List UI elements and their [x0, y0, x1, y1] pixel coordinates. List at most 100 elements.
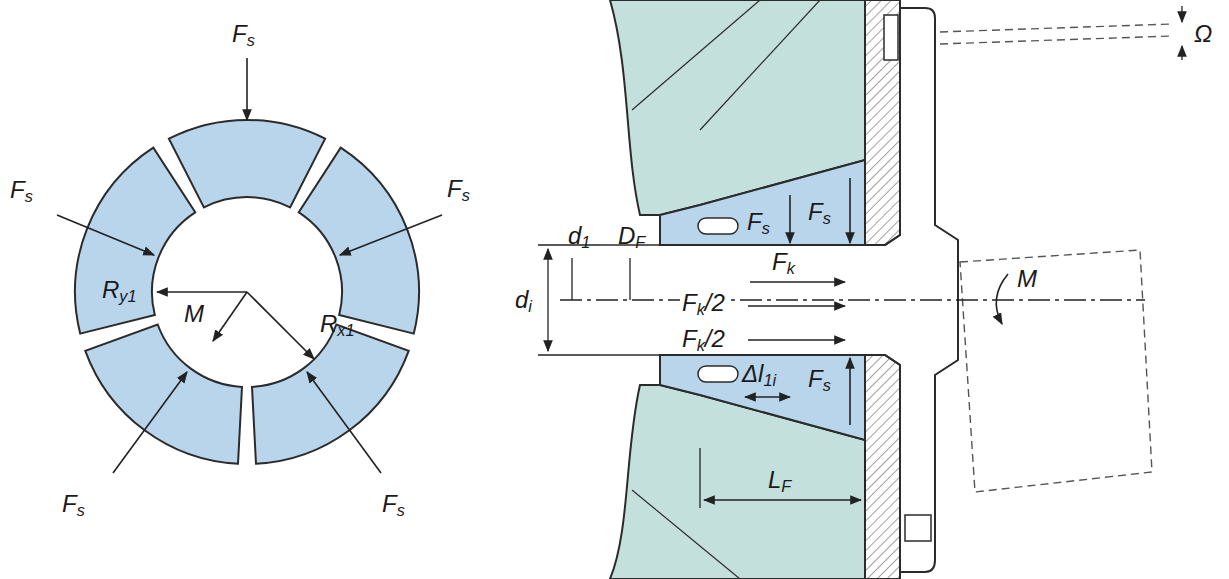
angle-mark: [1181, 6, 1182, 22]
reaction-arrow: [247, 292, 314, 359]
body-contour: [632, 0, 760, 110]
symbol: F: [772, 248, 787, 275]
suffix: /2: [705, 325, 725, 352]
clamp-nut: [865, 0, 900, 245]
dimension-lines: [538, 6, 1182, 508]
collet-segment: [169, 120, 325, 207]
tilted-tool: [940, 24, 1172, 32]
subscript: k: [697, 300, 705, 318]
symbol: F: [62, 490, 77, 517]
collet-segment: [252, 325, 409, 464]
force-arrow: [750, 281, 845, 283]
subscript: s: [77, 501, 85, 519]
force-arrow: [113, 372, 187, 473]
reaction-arrow: [157, 291, 247, 293]
subscript: s: [823, 376, 831, 394]
force-label: Fs: [8, 176, 35, 205]
force-label: Fk: [770, 248, 797, 277]
dimension-line: [704, 499, 861, 500]
subscript: F: [635, 233, 645, 251]
subscript: s: [462, 186, 470, 204]
dimension-line: [745, 396, 790, 397]
tilted-tool: [940, 36, 1172, 44]
subscript: k: [787, 259, 795, 277]
symbol: F: [447, 175, 462, 202]
bore-line: [600, 354, 660, 356]
symbol: F: [747, 208, 762, 235]
tilted-tool: [960, 250, 1152, 492]
collet-segment: [299, 148, 419, 334]
center-line: [560, 299, 1145, 300]
force-label: Fs: [380, 490, 407, 519]
dimension-line: [547, 249, 548, 351]
force-arrow: [849, 358, 851, 425]
symbol: F: [382, 490, 397, 517]
clamp-nut: [865, 355, 900, 579]
force-arrow: [748, 305, 845, 307]
symbol: M: [184, 300, 204, 327]
force-arrow: [340, 215, 442, 255]
collet-jaw: [660, 355, 865, 440]
force-arrows: [57, 58, 442, 473]
subscript: s: [25, 187, 33, 205]
collet-section: [75, 120, 419, 464]
subscript: s: [247, 31, 255, 49]
force-label: Fs: [445, 175, 472, 204]
symbol: F: [682, 289, 697, 316]
symbol: F: [808, 365, 823, 392]
force-label: Fk/2: [680, 289, 727, 318]
symbol: d: [568, 222, 581, 249]
symbol: Ω: [1194, 20, 1212, 47]
dimension-label: LF: [766, 466, 793, 495]
angle-label: Ω: [1192, 20, 1214, 49]
force-label: Fs: [745, 208, 772, 237]
symbol: R: [102, 276, 119, 303]
force-arrows: [748, 178, 1008, 425]
screw: [905, 515, 931, 541]
symbol: D: [618, 222, 635, 249]
symbol: F: [232, 20, 247, 47]
collet-slot: [698, 366, 738, 382]
body-contour: [632, 490, 740, 579]
extension-line: [864, 448, 865, 508]
symbol: F: [682, 325, 697, 352]
dimension-label: DF: [616, 222, 647, 251]
body-contour: [700, 0, 820, 130]
reaction-label: Rx1: [318, 310, 357, 339]
symbol: M: [1017, 265, 1037, 292]
collet-segment: [75, 148, 195, 334]
subscript: x1: [337, 321, 354, 339]
dimension-line: [629, 258, 630, 300]
moment-arrow: [213, 292, 247, 341]
clamp-nut: [865, 355, 900, 579]
collet-segment: [85, 325, 242, 464]
force-label: Fs: [806, 365, 833, 394]
tool-outline: [940, 24, 1172, 492]
dimension-line: [571, 258, 572, 300]
force-label: Fs: [230, 20, 257, 49]
nut-outline: [900, 8, 958, 572]
suffix: /2: [705, 289, 725, 316]
subscript: s: [397, 501, 405, 519]
extension-line: [538, 354, 600, 355]
force-arrow: [849, 178, 851, 243]
force-arrow: [57, 215, 154, 255]
symbol: R: [320, 310, 337, 337]
moment-label: M: [1015, 265, 1039, 294]
symbol: Δl: [742, 360, 763, 387]
moment-label: M: [182, 300, 206, 329]
dimension-label: di: [513, 286, 534, 315]
force-label: Fs: [806, 198, 833, 227]
reaction-label: Ry1: [100, 276, 139, 305]
force-arrow: [307, 372, 381, 473]
collet-jaw: [660, 160, 865, 245]
subscript: 1: [581, 233, 590, 251]
angle-mark: [1181, 46, 1182, 60]
symbol: L: [768, 466, 781, 493]
force-label: Fk/2: [680, 325, 727, 354]
subscript: y1: [119, 287, 136, 305]
force-label: Fs: [60, 490, 87, 519]
symbol: d: [515, 286, 528, 313]
moment-arrow: [996, 274, 1008, 324]
